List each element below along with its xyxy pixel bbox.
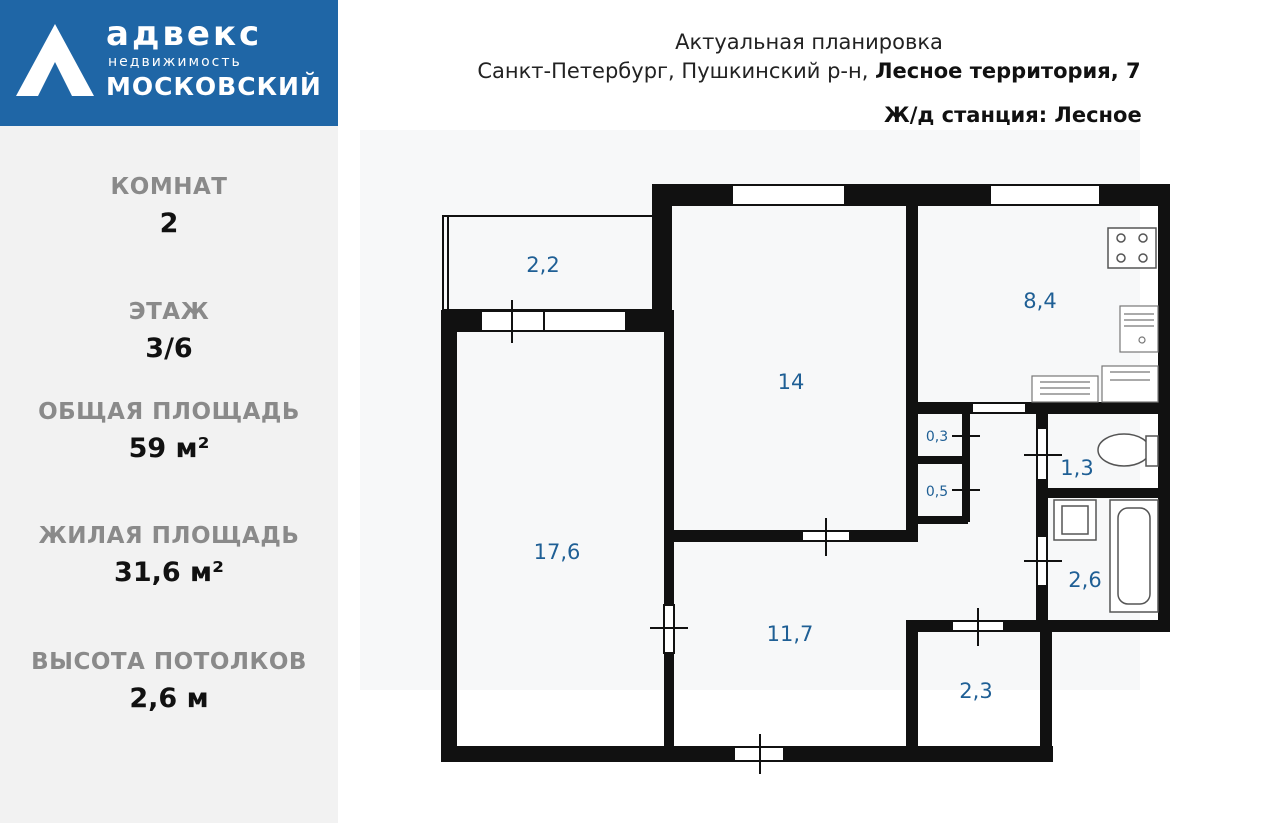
agency-logo: адвекс недвижимость МОСКОВСКИЙ	[0, 0, 338, 126]
area-balcony: 2,2	[526, 253, 559, 277]
stat-value: 2,6 м	[129, 683, 209, 714]
stat-floor: ЭТАЖ 3/6	[0, 298, 338, 366]
info-sidebar: адвекс недвижимость МОСКОВСКИЙ КОМНАТ 2 …	[0, 0, 338, 823]
stove-icon	[1107, 227, 1157, 269]
area-toilet: 1,3	[1060, 456, 1093, 480]
area-kitchen: 8,4	[1023, 289, 1056, 313]
plan-address: Санкт-Петербург, Пушкинский р-н, Лесное …	[338, 57, 1280, 85]
area-bathroom: 2,6	[1068, 568, 1101, 592]
stat-label: ОБЩАЯ ПЛОЩАДЬ	[38, 399, 300, 425]
area-closet-1: 0,3	[926, 429, 948, 445]
logo-brand: адвекс	[106, 14, 263, 54]
stat-rooms: КОМНАТ 2	[0, 173, 338, 241]
stat-label: ЭТАЖ	[128, 299, 210, 325]
stat-label: ЖИЛАЯ ПЛОЩАДЬ	[38, 523, 300, 549]
washbasin-icon	[1053, 499, 1097, 541]
kitchen-counter-icon	[1031, 365, 1159, 403]
toilet-icon	[1097, 433, 1159, 467]
stat-total-area: ОБЩАЯ ПЛОЩАДЬ 59 м²	[0, 398, 338, 466]
stat-label: ВЫСОТА ПОТОЛКОВ	[31, 649, 307, 675]
area-hall: 11,7	[767, 622, 814, 646]
stat-ceiling-height: ВЫСОТА ПОТОЛКОВ 2,6 м	[0, 648, 338, 716]
address-text: Санкт-Петербург, Пушкинский р-н,	[477, 59, 876, 83]
stat-value: 3/6	[145, 333, 193, 364]
stat-value: 2	[159, 208, 179, 239]
address-street: Лесное территория, 7	[875, 59, 1141, 83]
logo-office: МОСКОВСКИЙ	[106, 72, 322, 101]
area-room-14: 14	[778, 370, 805, 394]
stat-value: 59 м²	[128, 433, 210, 464]
stat-label: КОМНАТ	[110, 174, 228, 200]
doors	[511, 300, 1062, 774]
bathtub-icon	[1109, 499, 1159, 613]
plan-title: Актуальная планировка	[675, 30, 943, 54]
windows	[480, 184, 1101, 332]
area-room-large: 17,6	[534, 540, 581, 564]
railway-station: Ж/д станция: Лесное	[884, 103, 1142, 127]
logo-a-icon	[16, 24, 94, 96]
area-closet-2: 0,5	[926, 484, 948, 500]
stat-value: 31,6 м²	[114, 557, 224, 588]
stat-living-area: ЖИЛАЯ ПЛОЩАДЬ 31,6 м²	[0, 522, 338, 590]
sink-icon	[1119, 305, 1159, 353]
logo-subtitle: недвижимость	[108, 54, 242, 70]
area-storage: 2,3	[959, 679, 992, 703]
